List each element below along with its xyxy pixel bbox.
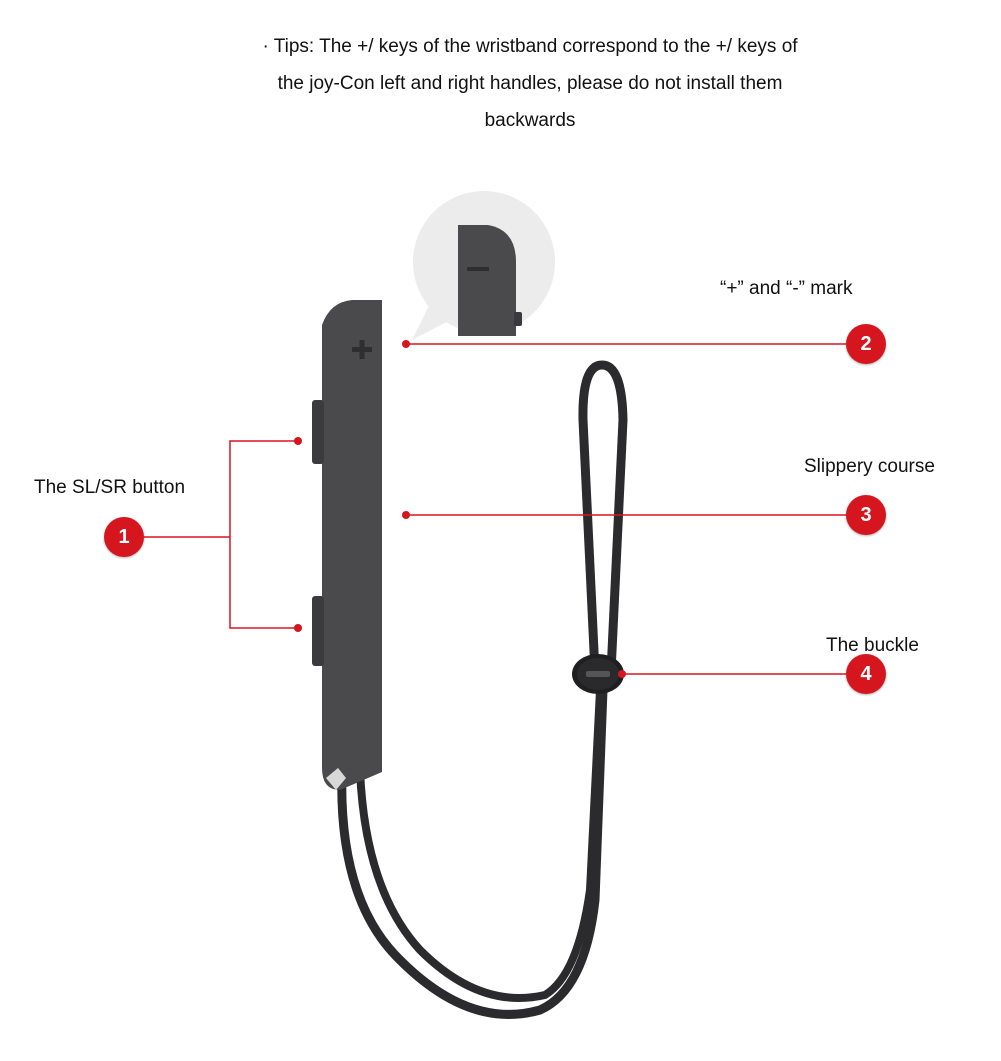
plus-icon bbox=[352, 340, 372, 359]
sl-button bbox=[312, 400, 324, 464]
tips-note: · Tips: The +/ keys of the wristband cor… bbox=[180, 28, 880, 139]
callout-label-2: “+” and “-” mark bbox=[720, 278, 853, 299]
joycon-body bbox=[312, 300, 382, 790]
minus-icon bbox=[467, 267, 489, 271]
tips-line-3: backwards bbox=[484, 110, 576, 131]
callout-label-4: The buckle bbox=[826, 635, 919, 656]
tips-line-2: the joy-Con left and right handles, plea… bbox=[277, 73, 783, 94]
callout-badge-1: 1 bbox=[104, 517, 144, 557]
strap-buckle bbox=[572, 654, 624, 694]
callout-label-1: The SL/SR button bbox=[34, 477, 186, 498]
callout-leaders bbox=[128, 343, 866, 675]
callout-label-3: Slippery course bbox=[804, 456, 935, 477]
callout-badge-2: 2 bbox=[846, 324, 886, 364]
zoom-bubble bbox=[412, 191, 555, 340]
wrist-strap bbox=[337, 360, 628, 1019]
tips-line-1: · Tips: The +/ keys of the wristband cor… bbox=[262, 36, 798, 57]
callout-dots bbox=[294, 340, 626, 678]
callout-badge-3: 3 bbox=[846, 495, 886, 535]
sr-button bbox=[312, 596, 324, 666]
callout-badge-4: 4 bbox=[846, 654, 886, 694]
